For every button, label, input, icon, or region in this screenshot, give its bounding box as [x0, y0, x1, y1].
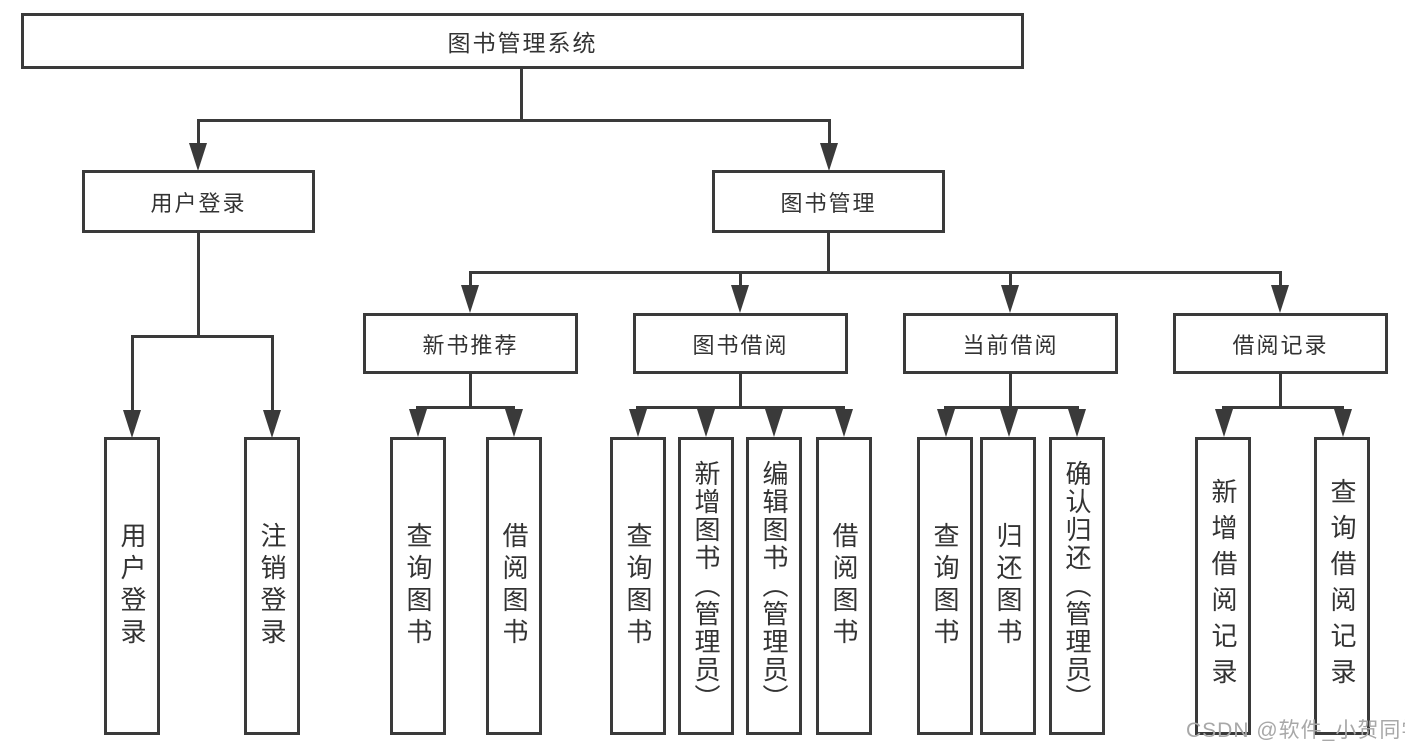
edge-user-login-stem — [197, 233, 200, 336]
leaf-query-borrow-record-label: 查询借阅记录 — [1327, 478, 1357, 694]
edge-to-current-borrow — [1009, 271, 1012, 287]
edge-new-book-rail — [417, 406, 515, 409]
edge-new-book-stem — [469, 374, 472, 408]
arrow-leaf-b0-icon — [409, 409, 427, 437]
arrow-leaf-d1-icon — [1000, 409, 1018, 437]
edge-to-new-book — [469, 271, 472, 287]
csdn-watermark: CSDN @软件_小贺同学 — [1186, 719, 1405, 742]
leaf-query-books-current: 查询图书 — [917, 437, 973, 735]
arrow-leaf-c0-icon — [629, 409, 647, 437]
arrow-leaf-e1-icon — [1334, 409, 1352, 437]
leaf-query-books-borrow-label: 查询图书 — [623, 522, 653, 650]
leaf-user-login-label: 用户登录 — [117, 522, 147, 650]
node-book-borrow: 图书借阅 — [633, 313, 848, 374]
arrow-to-current-borrow-icon — [1001, 285, 1019, 313]
arrow-to-book-borrow-icon — [731, 285, 749, 313]
edge-user-login-rail — [131, 335, 273, 338]
node-user-login: 用户登录 — [82, 170, 315, 233]
arrow-to-new-book-icon — [461, 285, 479, 313]
leaf-borrow-books-recommend-label: 借阅图书 — [499, 522, 529, 650]
node-current-borrow: 当前借阅 — [903, 313, 1118, 374]
node-library-management-system: 图书管理系统 — [21, 13, 1024, 69]
node-new-book-recommend: 新书推荐 — [363, 313, 578, 374]
leaf-add-books-admin: 新增图书（管理员） — [678, 437, 734, 735]
leaf-query-borrow-record: 查询借阅记录 — [1314, 437, 1370, 735]
edge-borrow-records-rail — [1223, 406, 1344, 409]
edge-to-book-management — [828, 119, 831, 144]
edge-book-management-stem — [827, 233, 830, 274]
leaf-logout-label: 注销登录 — [257, 522, 287, 650]
arrow-to-leaf-login-icon — [123, 410, 141, 438]
edge-book-borrow-rail — [637, 406, 845, 409]
leaf-edit-books-admin: 编辑图书（管理员） — [746, 437, 802, 735]
leaf-query-books-borrow: 查询图书 — [610, 437, 666, 735]
edge-to-borrow-records — [1279, 271, 1282, 287]
edge-to-user-login — [197, 119, 200, 144]
leaf-borrow-books-recommend: 借阅图书 — [486, 437, 542, 735]
leaf-confirm-return-admin-label: 确认归还（管理员） — [1062, 460, 1092, 712]
arrow-leaf-b1-icon — [505, 409, 523, 437]
node-book-management: 图书管理 — [712, 170, 945, 233]
leaf-borrow-books: 借阅图书 — [816, 437, 872, 735]
leaf-return-books-label: 归还图书 — [993, 522, 1023, 650]
arrow-to-borrow-records-icon — [1271, 285, 1289, 313]
edge-to-leaf-logout — [271, 335, 274, 411]
node-borrow-records: 借阅记录 — [1173, 313, 1388, 374]
arrow-leaf-c1-icon — [697, 409, 715, 437]
leaf-edit-books-admin-label: 编辑图书（管理员） — [759, 460, 789, 712]
arrow-to-user-login-icon — [189, 143, 207, 171]
leaf-add-books-admin-label: 新增图书（管理员） — [691, 460, 721, 712]
leaf-user-login: 用户登录 — [104, 437, 160, 735]
edge-level3-rail — [469, 271, 1282, 274]
edge-to-book-borrow — [739, 271, 742, 287]
leaf-logout: 注销登录 — [244, 437, 300, 735]
arrow-to-leaf-logout-icon — [263, 410, 281, 438]
edge-root-stem — [520, 69, 523, 120]
leaf-borrow-books-label: 借阅图书 — [829, 522, 859, 650]
arrow-leaf-c2-icon — [765, 409, 783, 437]
edge-current-borrow-stem — [1009, 374, 1012, 408]
leaf-query-books-recommend: 查询图书 — [390, 437, 446, 735]
arrow-leaf-d0-icon — [937, 409, 955, 437]
edge-borrow-records-stem — [1279, 374, 1282, 408]
arrow-leaf-c3-icon — [835, 409, 853, 437]
arrow-leaf-d2-icon — [1068, 409, 1086, 437]
arrow-leaf-e0-icon — [1215, 409, 1233, 437]
leaf-return-books: 归还图书 — [980, 437, 1036, 735]
edge-current-borrow-rail — [945, 406, 1079, 409]
leaf-confirm-return-admin: 确认归还（管理员） — [1049, 437, 1105, 735]
leaf-query-books-recommend-label: 查询图书 — [403, 522, 433, 650]
leaf-add-borrow-record: 新增借阅记录 — [1195, 437, 1251, 735]
edge-to-leaf-login — [131, 335, 134, 411]
leaf-add-borrow-record-label: 新增借阅记录 — [1208, 478, 1238, 694]
edge-level2-rail — [197, 119, 830, 122]
edge-book-borrow-stem — [739, 374, 742, 408]
leaf-query-books-current-label: 查询图书 — [930, 522, 960, 650]
arrow-to-book-management-icon — [820, 143, 838, 171]
